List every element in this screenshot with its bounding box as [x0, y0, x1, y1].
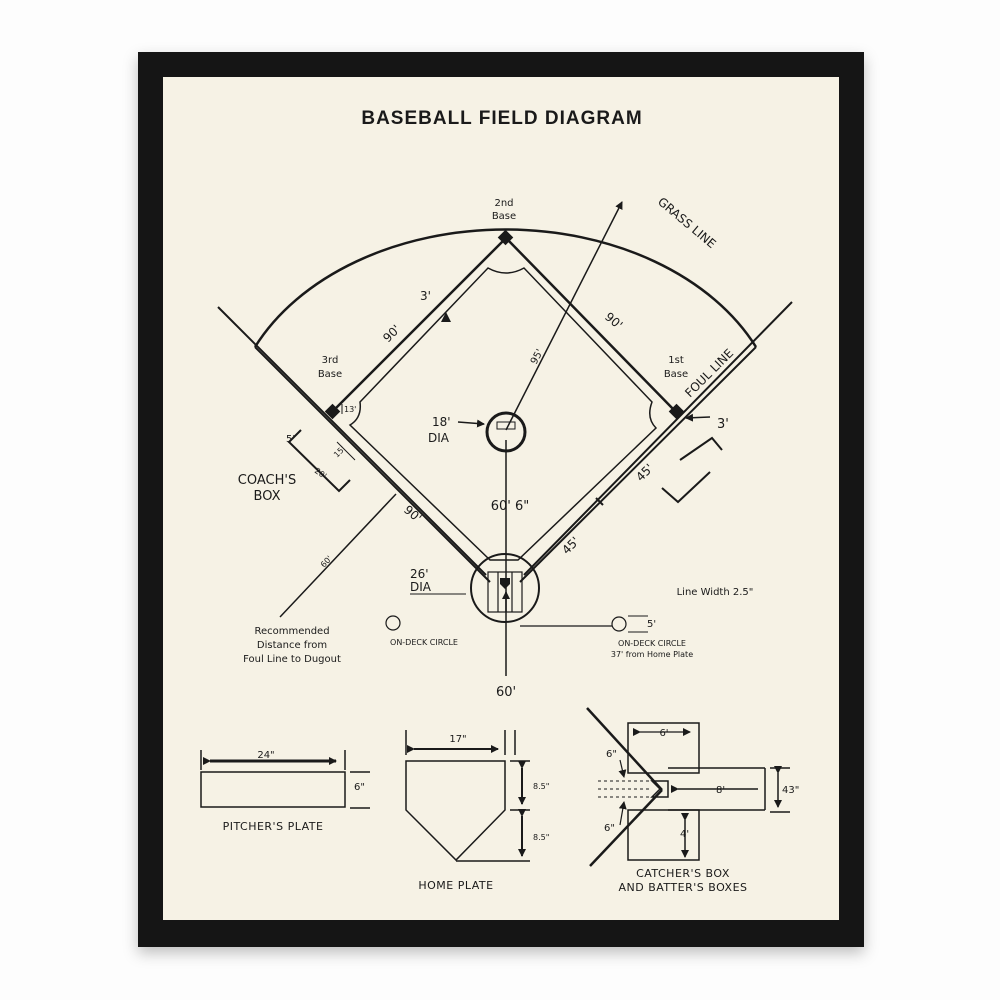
line-width-note: Line Width 2.5" [677, 587, 754, 598]
home-plate-detail [405, 730, 530, 862]
catchers-box [627, 722, 700, 774]
on-deck-left-label: ON-DECK CIRCLE [390, 638, 458, 647]
home-plate-caption: HOME PLATE [418, 879, 493, 892]
first-base-word: Base [664, 369, 688, 380]
second-base-word: Base [492, 211, 516, 222]
first-base-label: 1st [668, 355, 684, 366]
pitchers-plate-detail [200, 750, 370, 809]
boxes-caption-line2: AND BATTER'S BOXES [618, 881, 747, 894]
infield-grass [348, 267, 658, 561]
pitch-distance-label: 60' 6" [491, 499, 530, 514]
poster-paper [163, 77, 839, 920]
pitchers-plate-caption: PITCHER'S PLATE [223, 820, 324, 833]
batters-box-width: 4' [680, 829, 689, 840]
thirteen-label: 13' [344, 405, 356, 414]
home-plate-upper: 8.5" [533, 782, 549, 791]
coaches-box-first [661, 471, 711, 504]
dugout-distance-line [279, 493, 397, 618]
fifteen-label: 15' [332, 444, 347, 459]
backstop-distance-label: 60' [496, 685, 516, 700]
dugout-note-line3: Foul Line to Dugout [243, 654, 341, 665]
on-deck-five-label: 5' [647, 619, 656, 630]
home-plate-width: 17" [449, 734, 466, 745]
coaches-box-third [287, 429, 351, 493]
mound-dia-word: DIA [428, 431, 450, 445]
pitchers-plate-width: 24" [257, 750, 274, 761]
grass-radius-arrow [505, 201, 623, 431]
batters-box-lower [627, 809, 700, 861]
catchers-box-width: 6' [659, 728, 668, 739]
second-base [497, 229, 514, 246]
coaches-box-label: COACH'S [238, 473, 296, 488]
right-45-lower-label: 45' [559, 534, 582, 557]
home-plate-mark [500, 578, 510, 589]
on-deck-circle-right [611, 616, 627, 632]
home-plate-lower: 8.5" [533, 833, 549, 842]
coach-five-label: 5' [286, 434, 295, 445]
on-deck-right-label: ON-DECK CIRCLE [618, 639, 686, 648]
foul-lines [217, 301, 793, 583]
base-paths [331, 236, 677, 413]
line-six-top: 6" [606, 749, 617, 760]
third-base-label: 3rd [322, 355, 339, 366]
batters-boxes-detail [586, 707, 790, 867]
running-lane-right-label: 3' [717, 417, 729, 432]
batters-box-length: 8' [716, 785, 725, 796]
home-dia-word: DIA [410, 580, 432, 594]
base-path-lower-left-label: 90' [401, 503, 424, 526]
foul-line-label: FOUL LINE [682, 346, 736, 400]
second-base-label: 2nd [494, 198, 513, 209]
pitchers-plate-height: 6" [354, 782, 365, 793]
mound-rubber [496, 421, 516, 430]
base-path-right-label: 90' [602, 310, 625, 333]
batters-box-offset: 43" [782, 785, 799, 796]
coaches-box-word: BOX [254, 489, 281, 504]
base-path-left-label: 90' [380, 322, 403, 345]
grass-line [253, 228, 758, 348]
running-lane-top-label: 3' [420, 289, 431, 303]
on-deck-circle-left [385, 615, 401, 631]
home-circle [470, 553, 540, 623]
sixty-diag-label: 60' [319, 554, 334, 569]
home-boxes [487, 571, 523, 613]
line-six-bottom: 6" [604, 823, 615, 834]
home-plate-shape [405, 760, 506, 862]
on-deck-right-note: 37' from Home Plate [611, 650, 693, 659]
dugout-note-line2: Distance from [257, 640, 327, 651]
mound-radius-label: 95' [529, 348, 546, 367]
home-plate-small [650, 780, 669, 798]
coaches-box-first-top [679, 436, 723, 461]
third-base-word: Base [318, 369, 342, 380]
boxes-caption-line1: CATCHER'S BOX [636, 867, 730, 880]
mound-dia-label: 18' [432, 415, 451, 429]
dugout-note-line1: Recommended [254, 626, 329, 637]
running-lane-tick [595, 497, 604, 506]
grass-line-label: GRASS LINE [655, 195, 719, 251]
pitchers-plate [200, 771, 346, 808]
diagram-title: BASEBALL FIELD DIAGRAM [361, 108, 642, 129]
home-dia-label: 26' [410, 567, 429, 581]
